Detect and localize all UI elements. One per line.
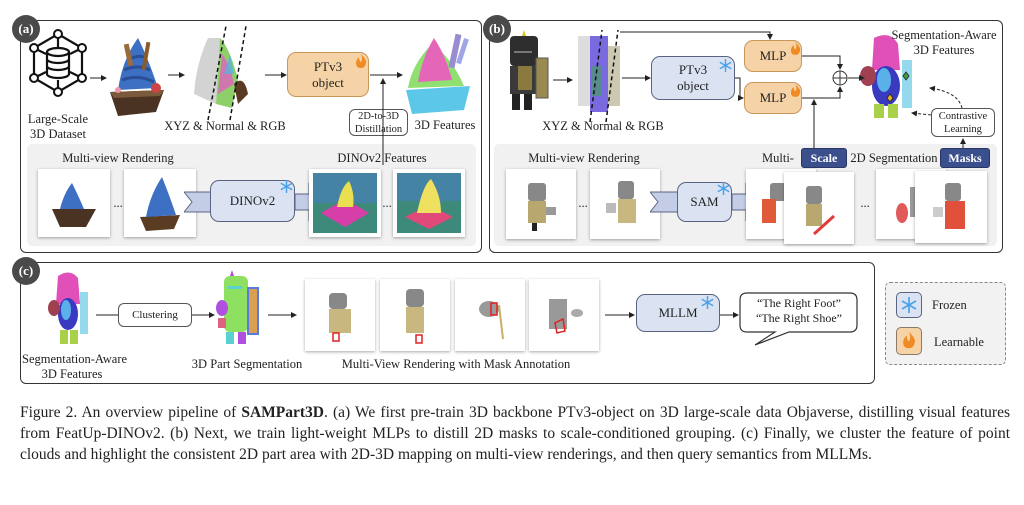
- seg-thumb-b-4: [915, 171, 987, 243]
- mask-render-label: Multi-View Rendering with Mask Annotatio…: [341, 357, 571, 371]
- clustering-box: Clustering: [118, 303, 192, 327]
- segmentation-features-image-b: [860, 35, 912, 118]
- add-operator-icon: [832, 70, 848, 86]
- segmentation-features-label-b: Segmentation-Aware 3D Features: [891, 28, 997, 57]
- 3d-features-label-a: 3D Features: [414, 118, 476, 132]
- mlp-bottom-box: MLP: [744, 82, 802, 114]
- arrow-into-sam: [650, 191, 681, 213]
- mask-render-thumb-2: [380, 279, 450, 351]
- ellipsis-b-1: ...: [578, 196, 588, 210]
- database-network-icon: [29, 29, 87, 97]
- segmentation-features-image-c: [48, 272, 88, 344]
- flame-icon: [356, 54, 367, 68]
- render-thumb-b-2: [590, 169, 660, 239]
- masks-tag: Masks: [940, 148, 990, 168]
- mask-render-thumb-4: [529, 279, 599, 351]
- mllm-box: MLLM: [636, 294, 720, 332]
- render-thumb-b-1: [506, 169, 576, 239]
- snowflake-icon: [717, 182, 730, 195]
- ellipsis-a-1: ...: [113, 196, 123, 210]
- panel-a-badge: (a): [12, 15, 40, 43]
- pointcloud-image-b: [578, 29, 620, 122]
- dataset-label: Large-Scale 3D Dataset: [27, 112, 89, 141]
- knight-mesh-image: [510, 30, 549, 110]
- multiview-rendering-label-b: Multi-view Rendering: [528, 151, 640, 165]
- ellipsis-b-2: ...: [860, 196, 870, 210]
- scale-tag: Scale: [801, 148, 847, 168]
- dino-feature-thumb-2: [393, 169, 465, 237]
- part-segmentation-label: 3D Part Segmentation: [191, 357, 303, 371]
- speech-bubble: [739, 292, 858, 346]
- snowflake-icon: [701, 296, 714, 309]
- pointcloud-image-a: [194, 25, 248, 121]
- icecream-mesh-image: [110, 38, 164, 116]
- dino-features-label: DINOv2 Features: [337, 151, 427, 165]
- ellipsis-a-2: ...: [382, 196, 392, 210]
- pointcloud-label-a: XYZ & Normal & RGB: [164, 119, 286, 133]
- segmentation-features-label-c: Segmentation-Aware 3D Features: [22, 352, 128, 381]
- flame-icon: [790, 42, 801, 55]
- mask-render-thumb-1: [305, 279, 375, 351]
- seg-label-prefix: Multi-: [762, 151, 794, 165]
- figure-caption: Figure 2. An overview pipeline of SAMPar…: [20, 404, 1010, 463]
- legend-learnable-swatch: [896, 327, 922, 355]
- mask-render-thumb-3: [455, 279, 525, 351]
- pointcloud-label-b: XYZ & Normal & RGB: [542, 119, 664, 133]
- 3d-features-image-a: [406, 33, 470, 114]
- part-segmentation-image: [216, 270, 259, 344]
- flame-icon: [790, 84, 801, 97]
- snowflake-icon: [280, 180, 293, 193]
- dino-feature-thumb-1: [309, 169, 381, 237]
- mlp-top-box: MLP: [744, 40, 802, 72]
- panel-c-badge: (c): [12, 257, 40, 285]
- render-thumb-a-1: [38, 169, 110, 237]
- snowflake-icon: [901, 297, 917, 313]
- render-thumb-a-2: [124, 169, 196, 237]
- legend-frozen-label: Frozen: [932, 298, 967, 312]
- arrow-into-dino: [184, 191, 215, 213]
- seg-thumb-b-2: [784, 172, 854, 244]
- flame-icon: [903, 331, 915, 349]
- mllm-answer: “The Right Foot” “The Right Shoe”: [756, 296, 842, 325]
- seg-label-suffix: 2D Segmentation: [850, 151, 938, 165]
- snowflake-icon: [719, 59, 732, 72]
- dinov2-box: DINOv2: [210, 180, 295, 222]
- panel-b-badge: (b): [483, 15, 511, 43]
- legend-learnable-label: Learnable: [934, 335, 984, 349]
- multiview-rendering-label-a: Multi-view Rendering: [62, 151, 174, 165]
